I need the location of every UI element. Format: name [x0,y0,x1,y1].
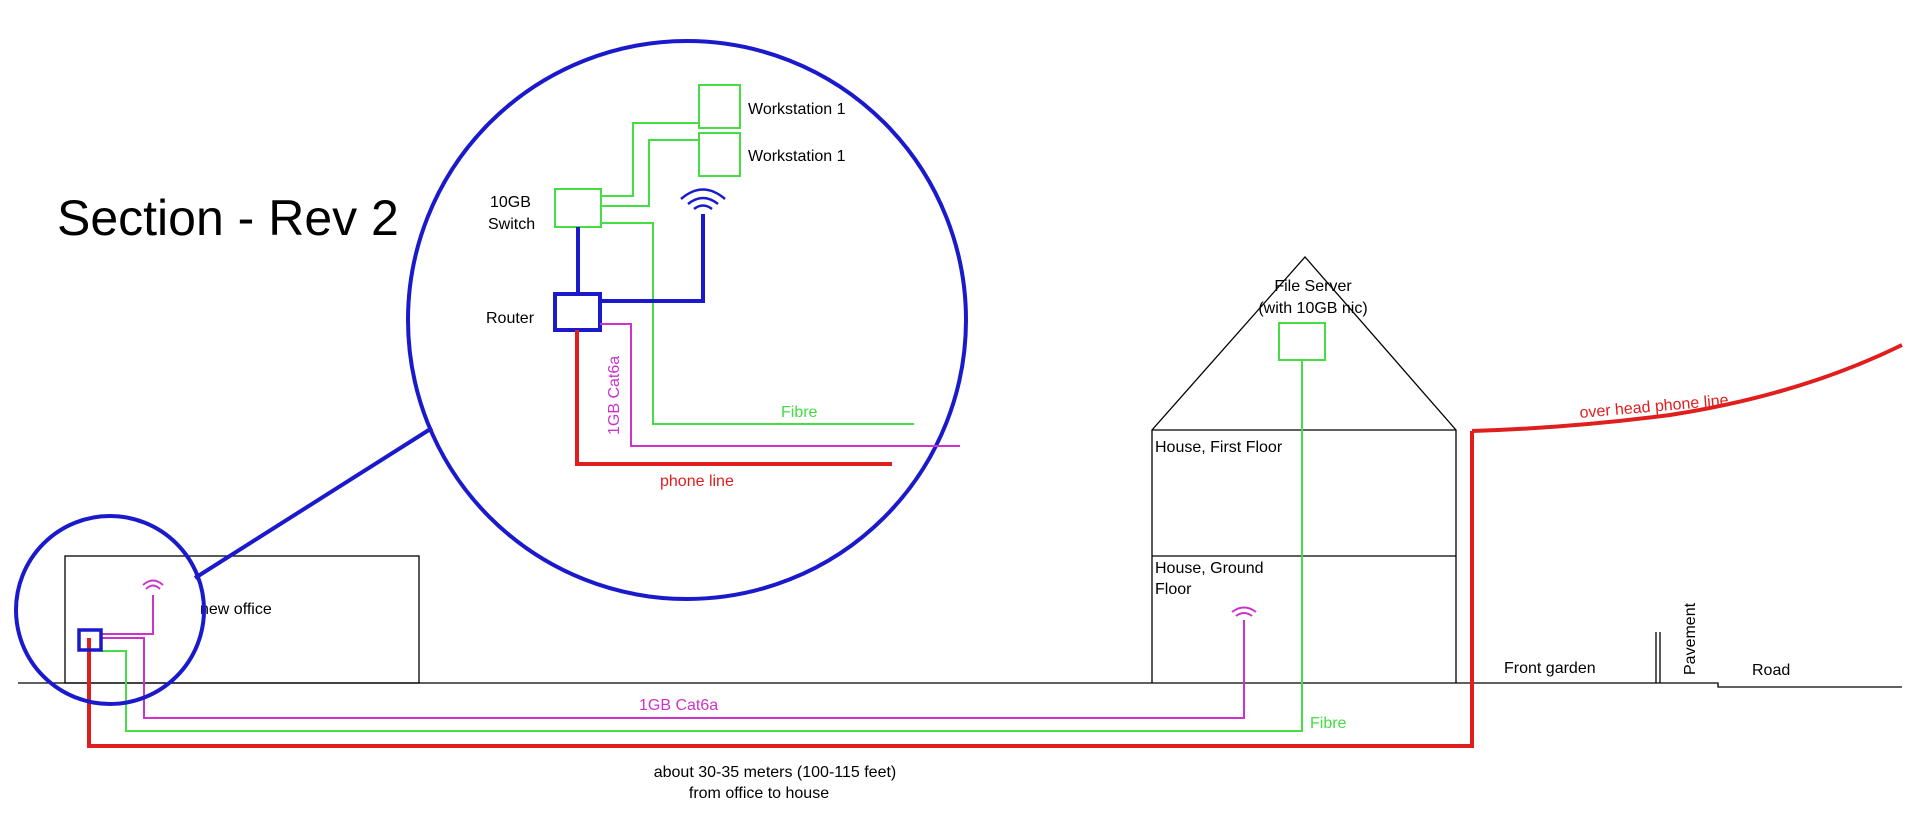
pavement-wall [1655,632,1661,683]
router-label: Router [486,310,535,327]
new-office-label: new office [200,601,272,618]
road-label: Road [1752,662,1790,679]
switch-icon [554,188,602,228]
workstation-icon [698,84,741,129]
file-server-icon [1278,322,1326,361]
router-links [576,214,705,303]
ground-floor-label-line1: House, Ground [1155,560,1264,577]
router-icon [553,292,602,332]
cat6a-cable [101,620,1245,719]
workstation-label: Workstation 1 [748,101,846,118]
zoom-fibre-label: Fibre [781,404,818,421]
distance-label-line1: about 30-35 meters (100-115 feet) [654,764,897,781]
fibre-label: Fibre [1310,715,1347,732]
house-outline [1151,256,1457,683]
distance-label-line2: from office to house [689,785,829,802]
office-ap-cable [101,595,154,635]
overhead-phone-line [1471,343,1903,433]
ground-floor-label-line2: Floor [1155,581,1192,598]
zoom-source-circle [14,514,206,706]
zoom-phone-line [575,330,892,466]
fibre-cable [101,360,1303,732]
fibre-links [601,122,914,425]
switch-label-line1: 10GB [490,194,531,211]
file-server-label-line2: (with 10GB nic) [1258,300,1367,317]
zoom-connector [193,426,434,580]
wifi-icon [680,188,726,211]
zoom-phone-line-label: phone line [660,473,734,490]
pavement-label: Pavement [1682,602,1699,675]
ground-line [18,682,1902,688]
wifi-icon [1231,606,1257,617]
front-garden-label: Front garden [1504,660,1596,677]
workstation-label: Workstation 1 [748,148,846,165]
first-floor-label: House, First Floor [1155,439,1283,456]
zoom-detail-circle [406,39,968,601]
wifi-icon [142,579,164,590]
zoom-cat6a-cable [600,323,960,447]
zoom-cat6a-label: 1GB Cat6a [606,356,623,435]
cat6a-label: 1GB Cat6a [639,697,718,714]
phone-line-cable [87,431,1474,748]
zoom-detail-contents: Workstation 1 Workstation 1 10GB Switch … [486,84,960,490]
switch-label-line2: Switch [488,216,535,233]
office-building [64,555,420,684]
diagram-title: Section - Rev 2 [57,190,399,246]
file-server-label-line1: File Server [1274,278,1352,295]
router-icon [77,628,103,652]
workstation-icon [698,132,741,177]
